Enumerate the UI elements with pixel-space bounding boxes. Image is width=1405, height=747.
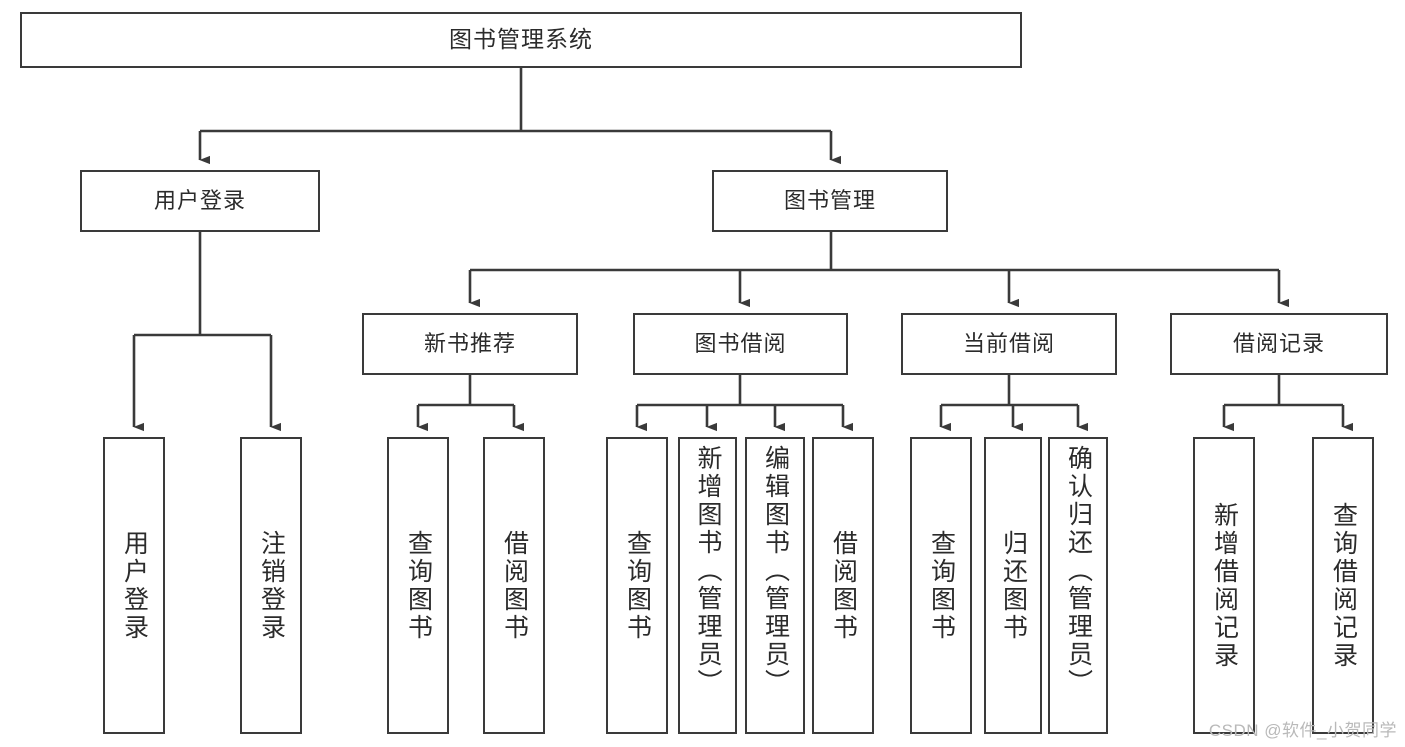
node-label: 归还图书 xyxy=(999,529,1028,642)
node-root-system[interactable]: 图书管理系统 xyxy=(20,12,1022,68)
node-label: 新增借阅记录 xyxy=(1210,501,1239,670)
node-label: 编辑图书（管理员） xyxy=(761,445,790,697)
leaf-borrow-book-2[interactable]: 借阅图书 xyxy=(812,437,874,734)
leaf-query-book-2[interactable]: 查询图书 xyxy=(606,437,668,734)
node-label: 查询图书 xyxy=(623,529,652,642)
node-label: 确认归还（管理员） xyxy=(1064,445,1093,697)
node-new-book-recommend[interactable]: 新书推荐 xyxy=(362,313,578,375)
leaf-query-book-1[interactable]: 查询图书 xyxy=(387,437,449,734)
node-label: 查询图书 xyxy=(404,529,433,642)
leaf-add-book-admin[interactable]: 新增图书（管理员） xyxy=(678,437,737,734)
node-user-login[interactable]: 用户登录 xyxy=(80,170,320,232)
node-label: 借阅图书 xyxy=(829,529,858,642)
node-label: 用户登录 xyxy=(120,529,149,642)
leaf-query-book-3[interactable]: 查询图书 xyxy=(910,437,972,734)
leaf-logout[interactable]: 注销登录 xyxy=(240,437,302,734)
node-label: 查询借阅记录 xyxy=(1329,501,1358,670)
node-label: 图书管理系统 xyxy=(449,26,593,53)
node-label: 借阅图书 xyxy=(500,529,529,642)
node-label: 当前借阅 xyxy=(962,331,1055,357)
leaf-edit-book-admin[interactable]: 编辑图书（管理员） xyxy=(745,437,805,734)
node-book-borrow[interactable]: 图书借阅 xyxy=(633,313,848,375)
node-label: 新书推荐 xyxy=(423,331,516,357)
node-label: 借阅记录 xyxy=(1232,331,1325,357)
leaf-add-borrow-record[interactable]: 新增借阅记录 xyxy=(1193,437,1255,734)
node-current-borrow[interactable]: 当前借阅 xyxy=(901,313,1117,375)
leaf-confirm-return-admin[interactable]: 确认归还（管理员） xyxy=(1048,437,1108,734)
leaf-borrow-book-1[interactable]: 借阅图书 xyxy=(483,437,545,734)
watermark-text: CSDN @软件_小贺同学 xyxy=(1208,721,1397,740)
leaf-return-book[interactable]: 归还图书 xyxy=(984,437,1042,734)
leaf-query-borrow-record[interactable]: 查询借阅记录 xyxy=(1312,437,1374,734)
node-label: 图书借阅 xyxy=(694,331,787,357)
node-label: 注销登录 xyxy=(257,529,286,642)
node-label: 图书管理 xyxy=(783,188,876,214)
node-book-manage[interactable]: 图书管理 xyxy=(712,170,948,232)
node-label: 用户登录 xyxy=(153,188,246,214)
node-label: 新增图书（管理员） xyxy=(694,445,722,697)
node-label: 查询图书 xyxy=(927,529,956,642)
leaf-user-login[interactable]: 用户登录 xyxy=(103,437,165,734)
node-borrow-record[interactable]: 借阅记录 xyxy=(1170,313,1388,375)
